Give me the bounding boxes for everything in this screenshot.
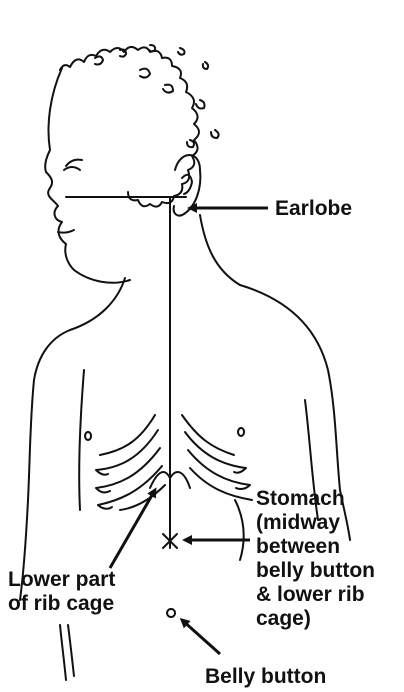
- lower-rib-label-line: of rib cage: [8, 592, 115, 616]
- stomach-label-line: (midway: [256, 511, 375, 535]
- rib-right-lower: [235, 500, 244, 560]
- ear-outline: [174, 155, 201, 216]
- stomach-label-line: belly button: [256, 559, 375, 583]
- hip-left: [60, 625, 74, 680]
- lower-rib-label-line: Lower part: [8, 568, 115, 592]
- neck-front: [70, 278, 125, 330]
- rib-left-lower: [120, 485, 165, 510]
- neck-back: [200, 215, 240, 285]
- belly-button-label: Belly button: [205, 665, 326, 689]
- stomach-label: Stomach (midway between belly button & l…: [256, 487, 375, 631]
- right-nipple: [238, 428, 244, 436]
- rib-right-2: [185, 432, 246, 473]
- hair-curls-2: [140, 69, 219, 147]
- lower-rib-arrow: [110, 490, 155, 568]
- rib-left-1: [100, 415, 155, 455]
- hair-curls-1: [95, 45, 208, 69]
- stomach-label-line: & lower rib: [256, 583, 375, 607]
- hair-outline: [60, 47, 199, 207]
- belly-button-label-line: Belly button: [205, 665, 326, 689]
- lower-rib-label: Lower part of rib cage: [8, 568, 115, 616]
- mouth: [58, 230, 74, 233]
- rib-right-3: [188, 450, 250, 489]
- stomach-label-line: between: [256, 535, 375, 559]
- stomach-label-line: cage): [256, 607, 375, 631]
- rib-right-1: [182, 415, 234, 455]
- belly-button: [167, 609, 175, 617]
- eye: [64, 160, 82, 170]
- left-shoulder-arm: [20, 330, 70, 600]
- face-profile: [45, 68, 130, 283]
- left-nipple: [85, 432, 91, 440]
- earlobe-label: Earlobe: [275, 197, 352, 221]
- rib-left-2: [96, 430, 158, 475]
- belly-button-arrow: [182, 620, 220, 654]
- torso-left: [79, 370, 84, 510]
- earlobe-label-line: Earlobe: [275, 197, 352, 221]
- rib-left-4: [98, 466, 162, 509]
- stomach-label-line: Stomach: [256, 487, 375, 511]
